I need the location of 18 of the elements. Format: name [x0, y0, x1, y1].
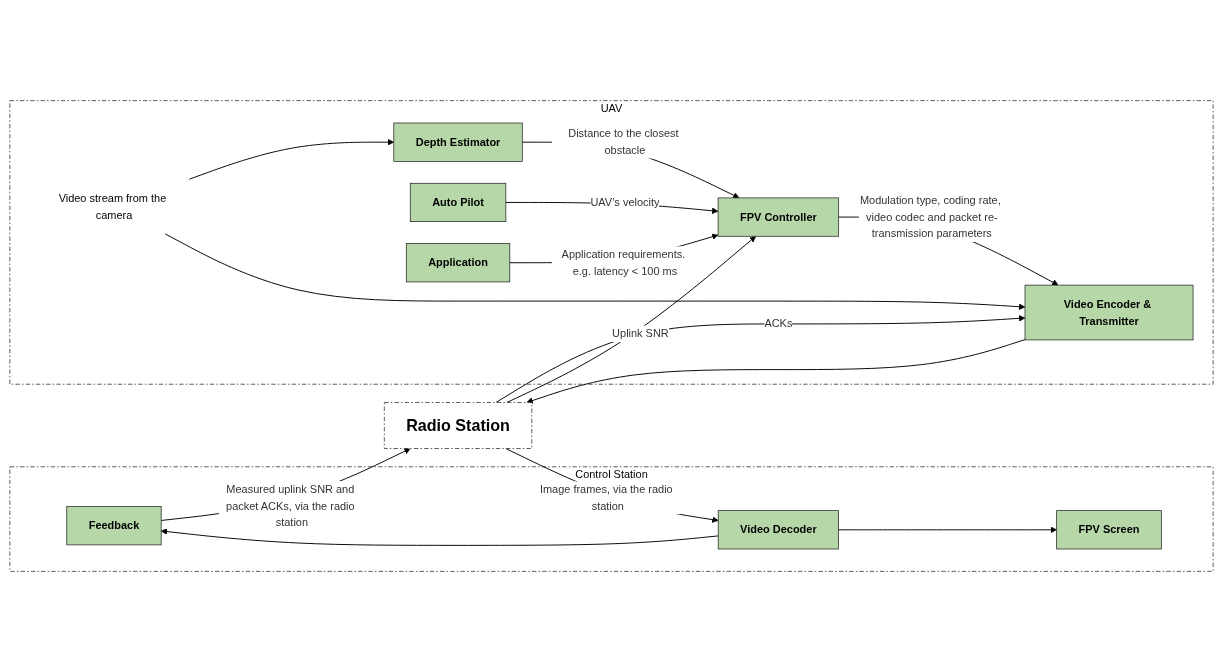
edge-label: ACKs — [764, 317, 793, 330]
node-box: Video Encoder & Transmitter — [1024, 284, 1194, 341]
node-box: FPV Screen — [1056, 510, 1162, 550]
edge-label: Measured uplink SNR and packet ACKs, via the radio station — [226, 482, 355, 528]
node-box: FPV Controller — [717, 197, 840, 237]
edge-label: Image frames, via the radio station — [539, 482, 673, 512]
node-box: Depth Estimator — [393, 122, 523, 162]
edge-label: Uplink SNR — [612, 326, 669, 340]
edge-label: Application requirements. e.g. latency < 100 ms — [561, 247, 686, 277]
edge-label: Distance to the closest obstacle — [568, 127, 679, 157]
node-box: Radio Station — [383, 402, 533, 449]
node-box: Application — [405, 243, 511, 283]
node-box: Auto Pilot — [409, 182, 507, 222]
edge-label: UAV’s velocity — [590, 195, 660, 209]
node-box: Video Decoder — [717, 510, 839, 550]
edge-label: Modulation type, coding rate, video codec and packet re-transmission parameters — [859, 193, 1001, 240]
node-box: Feedback — [66, 506, 162, 546]
node-text: Video stream from the camera — [58, 191, 167, 221]
